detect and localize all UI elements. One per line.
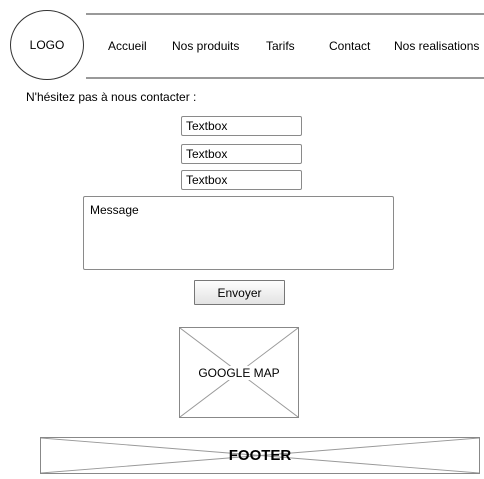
footer-label: FOOTER: [228, 447, 292, 464]
contact-intro: N'hésitez pas à nous contacter :: [26, 90, 197, 104]
nav-item-contact[interactable]: Contact: [329, 39, 371, 53]
nav-top-divider: [86, 13, 484, 15]
footer-placeholder-cross: [41, 438, 479, 473]
map-label: GOOGLE MAP: [198, 365, 280, 380]
nav-item-nos-produits[interactable]: Nos produits: [172, 39, 240, 53]
send-button-label: Envoyer: [217, 285, 262, 300]
nav-bottom-divider: [86, 77, 484, 79]
logo[interactable]: LOGO: [10, 10, 84, 80]
nav-item-nos-realisations[interactable]: Nos realisations: [394, 39, 480, 53]
message-textarea[interactable]: Message: [83, 196, 394, 270]
textbox-1[interactable]: [181, 116, 302, 136]
google-map-placeholder: GOOGLE MAP: [179, 327, 299, 418]
nav-item-accueil[interactable]: Accueil: [108, 39, 147, 53]
textbox-2[interactable]: [181, 144, 302, 164]
footer-placeholder: FOOTER: [40, 437, 480, 474]
send-button[interactable]: Envoyer: [194, 280, 285, 305]
logo-text: LOGO: [29, 38, 65, 52]
nav-item-tarifs[interactable]: Tarifs: [266, 39, 295, 53]
textbox-3[interactable]: [181, 170, 302, 190]
